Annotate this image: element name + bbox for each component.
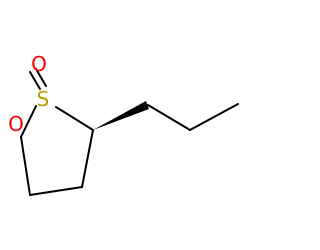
bond-propyl-c2-c3: [147, 104, 191, 131]
bond-c4-c5: [29, 186, 83, 196]
bond-o-s: [20, 105, 37, 138]
bond-s-c3: [55, 106, 94, 131]
bond-c3-c4: [81, 129, 94, 188]
bond-propyl-c3-c4: [189, 103, 239, 131]
atom-sulfur-label: S: [37, 87, 50, 111]
wedge-bond-propyl: [93, 101, 149, 130]
atom-oxide-oxygen-label: O: [31, 52, 47, 76]
atom-ring-oxygen-label: O: [8, 112, 24, 136]
bond-s-oxide-1: [29, 71, 41, 90]
bond-c5-o: [20, 136, 31, 196]
bond-s-oxide-2: [35, 68, 47, 87]
molecule-structure: S O O: [8, 52, 239, 196]
